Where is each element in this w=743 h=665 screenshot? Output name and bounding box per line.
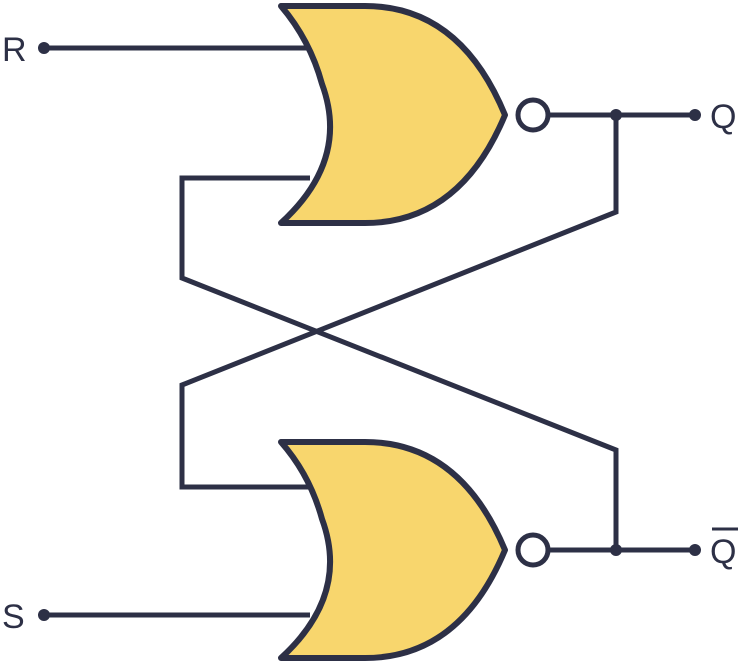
- qbar-terminal-dot: [689, 544, 701, 556]
- feedback-wire-qbar-to-top-gate: [179, 175, 619, 550]
- feedback-wire-q-to-bottom-gate: [179, 115, 619, 490]
- bottom-nor-bubble: [515, 532, 551, 568]
- s-terminal-dot: [38, 609, 50, 621]
- r-label: R: [2, 31, 27, 69]
- q-label: Q: [710, 98, 736, 136]
- top-nor-bubble: [515, 97, 551, 133]
- r-terminal-dot: [38, 42, 50, 54]
- q-bar-label: Q: [710, 533, 736, 571]
- q-junction-dot: [610, 109, 622, 121]
- qbar-junction-dot: [610, 544, 622, 556]
- q-terminal-dot: [689, 109, 701, 121]
- s-label: S: [2, 598, 25, 636]
- top-nor-gate: [278, 3, 508, 226]
- bottom-nor-gate: [278, 439, 508, 661]
